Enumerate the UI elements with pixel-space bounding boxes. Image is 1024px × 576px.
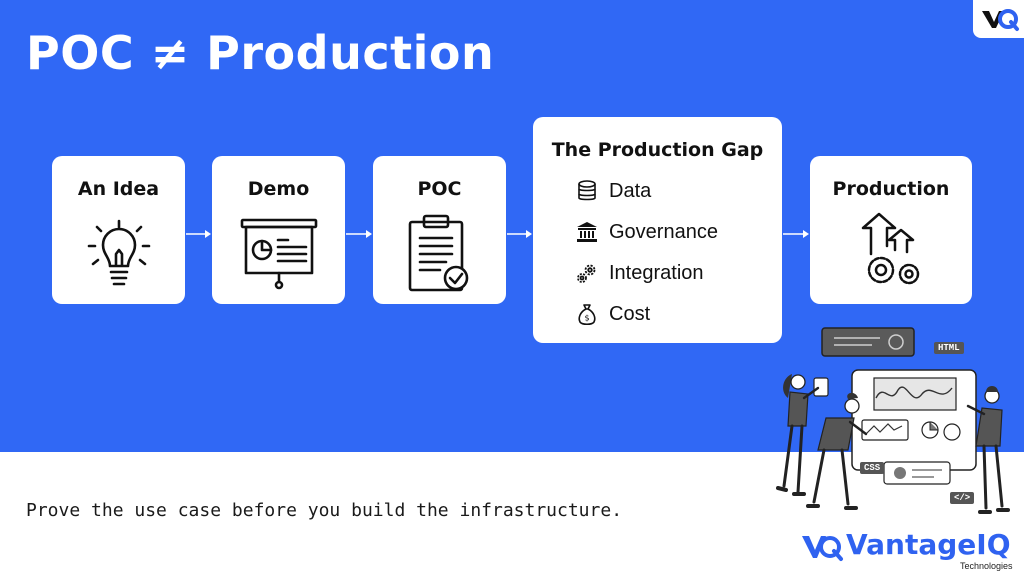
money-bag-icon: $ [578,304,596,326]
stage-card-demo: Demo [212,156,345,304]
arrow-right-icon [186,230,211,238]
gap-item-cost: $ Cost [575,300,650,328]
stage-label-idea: An Idea [77,178,160,200]
gap-item-data: Data [575,177,651,205]
css-tag-label: CSS [860,462,885,474]
team-dashboard-illustration: HTML CSS </> [762,322,1024,522]
gap-item-label: Data [609,179,652,202]
presentation-board-icon [240,218,318,290]
svg-text:$: $ [584,314,589,323]
brand-logo: VantageIQ Technologies [800,528,1022,572]
html-tag-label: HTML [934,342,964,354]
stage-label-poc: POC [417,178,462,200]
arrow-right-icon [346,230,372,238]
vq-brand-mark-icon [802,536,843,561]
code-tag-label: </> [950,492,975,504]
corner-logo [973,0,1024,38]
database-icon [578,180,596,201]
gap-item-governance: Governance [575,218,718,246]
gears-icon [577,264,596,283]
stage-label-production: Production [832,178,950,200]
arrow-right-icon [783,230,809,238]
stage-label-demo: Demo [247,178,310,200]
gap-item-label: Governance [609,220,718,243]
stage-card-production: Production [810,156,972,304]
growth-gears-icon [861,212,920,285]
checklist-clipboard-icon [408,214,469,292]
vq-logo-icon [982,9,1019,31]
production-gap-card: The Production Gap Data Governance [533,117,782,343]
production-gap-title: The Production Gap [551,139,764,161]
stage-card-idea: An Idea [52,156,185,304]
government-building-icon [577,222,597,242]
gap-item-label: Integration [609,261,704,284]
slide-title: POC ≠ Production [26,26,495,80]
brand-name: VantageIQ [846,528,1011,561]
arrow-right-icon [507,230,532,238]
lightbulb-icon [87,219,151,286]
gap-item-integration: Integration [575,259,704,287]
stage-card-poc: POC [373,156,506,304]
gap-item-label: Cost [609,302,651,325]
brand-subtitle: Technologies [960,561,1013,571]
people-dashboard-illustration [776,327,1010,514]
slide-tagline: Prove the use case before you build the … [26,500,623,521]
